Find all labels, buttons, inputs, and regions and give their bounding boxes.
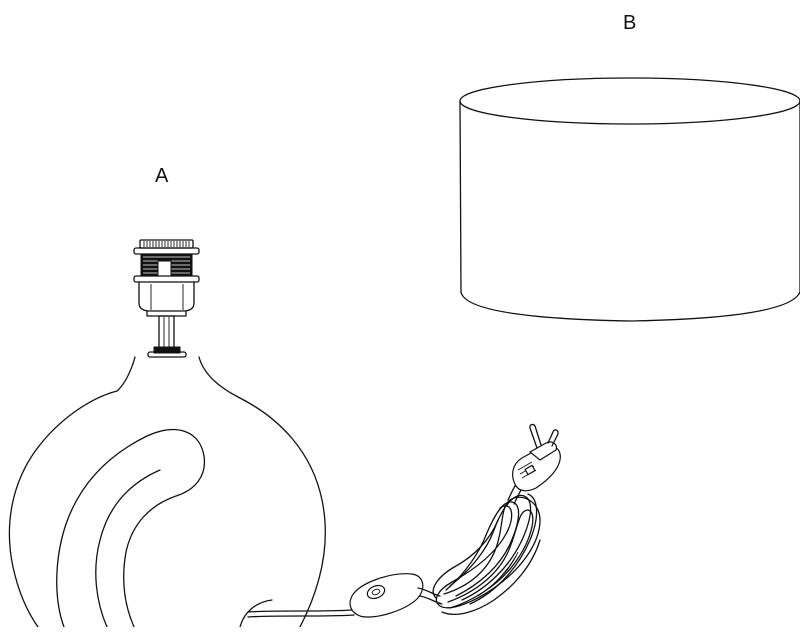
lamp-body-cord-exit — [239, 599, 273, 628]
lamp-shade-left-wall — [459, 100, 462, 293]
label-lamp-base: A — [155, 165, 169, 187]
label-lamp-shade: B — [623, 12, 637, 34]
switch-button — [366, 584, 386, 600]
lamp-shade-top-rim — [459, 77, 800, 125]
lamp-holder — [133, 239, 200, 317]
lamp-rod — [158, 315, 175, 352]
lamp-body-outline — [8, 356, 326, 628]
lamp-rod-nut — [153, 346, 181, 354]
lamp-rod-washer — [147, 351, 187, 358]
inline-switch — [349, 573, 424, 618]
lamp-body-inner-line — [95, 469, 161, 628]
coiled-cord — [432, 493, 541, 615]
power-cord — [247, 423, 561, 618]
lamp-shade-bottom-rim — [460, 291, 800, 322]
lamp-body-inner-swirl — [56, 428, 206, 628]
euro-plug — [512, 423, 561, 492]
lamp-shade — [459, 77, 800, 322]
lamp-base — [8, 239, 326, 628]
